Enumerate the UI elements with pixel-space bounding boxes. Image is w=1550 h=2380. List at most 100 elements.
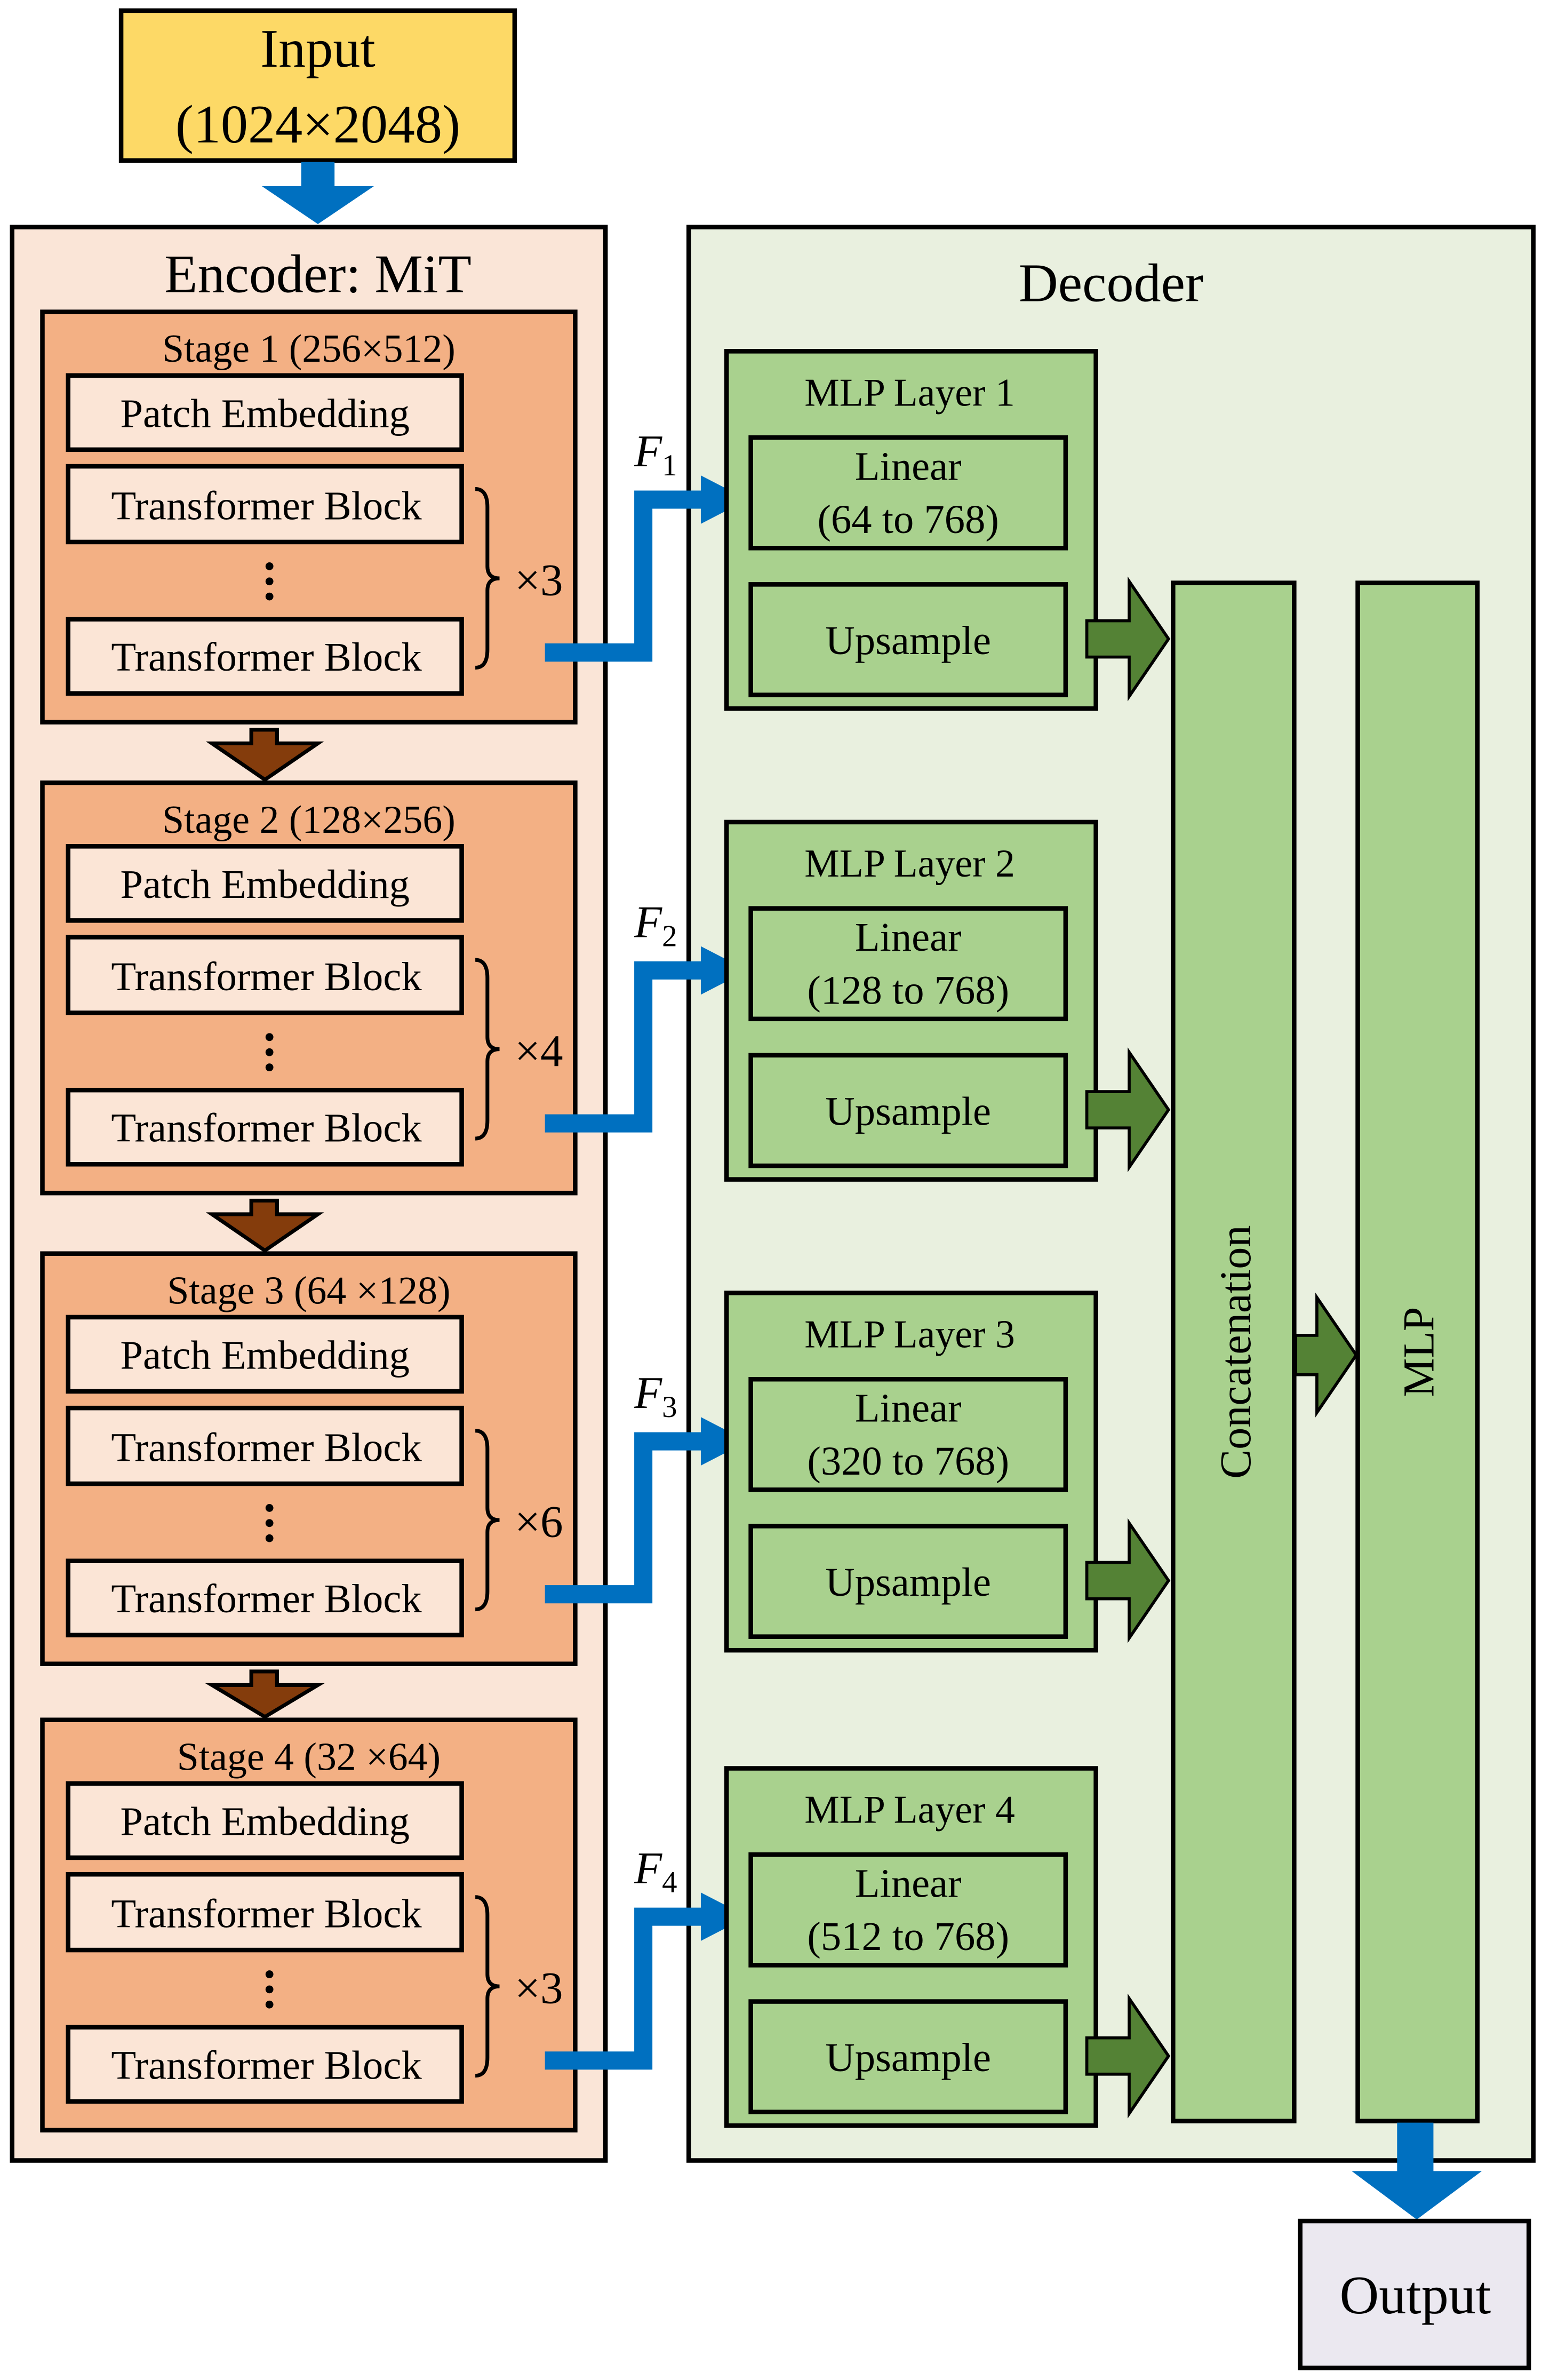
feature-arrow-icon: [545, 1892, 748, 2070]
encoder-stages: Stage 1 (256×512)Patch EmbeddingTransfor…: [40, 309, 748, 2133]
mlp-label: MLP: [1394, 1307, 1443, 1397]
to-concat-arrow-icon: [1085, 1518, 1171, 1643]
decoder-title: Decoder: [1019, 253, 1203, 314]
brace-icon: [475, 487, 500, 670]
linear-dims: (512 to 768): [807, 1914, 1009, 1959]
upsample-label: Upsample: [825, 618, 991, 663]
patch-embedding-box: [66, 1781, 464, 1860]
linear-box: [748, 435, 1068, 551]
linear-label: Linear: [855, 914, 962, 960]
stage-label: Stage 4 (32 ×64): [177, 1734, 441, 1778]
feature-label: F2: [634, 897, 677, 953]
upsample-label: Upsample: [825, 1559, 991, 1605]
repeat-count: ×3: [515, 555, 563, 605]
feature-label: F1: [634, 426, 677, 482]
mlp-layer-3: MLP Layer 3 Linear (320 to 768) Upsample: [724, 1291, 1171, 1653]
upsample-box: [748, 1053, 1068, 1168]
linear-box: [748, 906, 1068, 1022]
transformer-block-label: Transformer Block: [111, 634, 422, 680]
to-concat-arrow-icon: [1085, 576, 1171, 702]
input-size: (1024×2048): [175, 94, 460, 155]
mlp-layer-4: MLP Layer 4 Linear (512 to 768) Upsample: [724, 1766, 1171, 2128]
linear-label: Linear: [855, 444, 962, 489]
transformer-block-label: Transformer Block: [111, 1105, 422, 1151]
concatenation-label: Concatenation: [1211, 1225, 1260, 1479]
transformer-block-first: [66, 1872, 464, 1953]
upsample-box: [748, 1999, 1068, 2114]
brace-icon: [475, 1895, 500, 2078]
mlp-layer-label: MLP Layer 3: [804, 1312, 1015, 1356]
repeat-count: ×6: [515, 1497, 563, 1547]
transformer-block-label: Transformer Block: [111, 2042, 422, 2088]
stage-label: Stage 3 (64 ×128): [167, 1268, 450, 1312]
brace-icon: [475, 1429, 500, 1612]
linear-label: Linear: [855, 1386, 962, 1431]
patch-embedding-box: [66, 844, 464, 923]
stage-1: Stage 1 (256×512) Patch EmbeddingTransfor…: [40, 309, 748, 782]
mlp-layer-label: MLP Layer 2: [804, 841, 1015, 885]
vertical-ellipsis-icon: [265, 562, 274, 601]
stage-down-arrow-icon: [205, 728, 324, 782]
stage-down-arrow-icon: [205, 1669, 325, 1720]
patch-embedding-label: Patch Embedding: [120, 862, 410, 907]
input-arrow-icon: [261, 162, 374, 224]
mlp-layer-label: MLP Layer 4: [804, 1788, 1015, 1832]
transformer-block-first: [66, 464, 464, 545]
transformer-block-first: [66, 935, 464, 1015]
stage-4: Stage 4 (32 ×64) Patch EmbeddingTransform…: [40, 1717, 748, 2133]
linear-dims: (320 to 768): [807, 1438, 1009, 1484]
input-box: [118, 8, 517, 163]
transformer-block-last: [66, 1087, 464, 1167]
output-box: [1298, 2218, 1531, 2370]
stage-3: Stage 3 (64 ×128) Patch EmbeddingTransfor…: [40, 1251, 748, 1720]
transformer-block-label: Transformer Block: [111, 1891, 422, 1937]
repeat-count: ×3: [515, 1963, 563, 2013]
linear-box: [748, 1852, 1068, 1968]
upsample-label: Upsample: [825, 1088, 991, 1134]
mlp-layer-2: MLP Layer 2 Linear (128 to 768) Upsample: [724, 819, 1171, 1182]
transformer-block-label: Transformer Block: [111, 483, 422, 528]
transformer-block-label: Transformer Block: [111, 954, 422, 999]
patch-embedding-label: Patch Embedding: [120, 1332, 410, 1378]
input-node: Input (1024×2048): [118, 8, 517, 163]
concatenation-box: [1171, 580, 1297, 2123]
transformer-block-label: Transformer Block: [111, 1576, 422, 1621]
feature-arrow-icon: [545, 946, 748, 1133]
to-concat-arrow-icon: [1085, 1993, 1171, 2119]
to-concat-arrow-icon: [1085, 1047, 1171, 1173]
stage-label: Stage 1 (256×512): [162, 327, 456, 370]
mlp-box: [1355, 580, 1480, 2123]
output-arrow-icon: [1352, 2122, 1482, 2220]
patch-embedding-box: [66, 373, 464, 452]
transformer-block-first: [66, 1405, 464, 1486]
mlp-layer-label: MLP Layer 1: [804, 371, 1015, 415]
feature-label: F4: [634, 1843, 677, 1899]
vertical-ellipsis-icon: [265, 1970, 274, 2009]
feature-arrow-icon: [545, 1417, 748, 1604]
feature-arrow-icon: [545, 475, 748, 662]
transformer-block-last: [66, 2025, 464, 2104]
stage-label: Stage 2 (128×256): [162, 798, 456, 841]
output-label: Output: [1339, 2265, 1491, 2326]
vertical-ellipsis-icon: [265, 1033, 274, 1072]
patch-embedding-label: Patch Embedding: [120, 391, 410, 436]
brace-icon: [475, 958, 500, 1141]
upsample-label: Upsample: [825, 2035, 991, 2080]
linear-box: [748, 1376, 1068, 1492]
upsample-box: [748, 582, 1068, 697]
linear-label: Linear: [855, 1861, 962, 1906]
stage-down-arrow-icon: [205, 1198, 324, 1253]
upsample-box: [748, 1524, 1068, 1639]
repeat-count: ×4: [515, 1026, 563, 1076]
patch-embedding-label: Patch Embedding: [120, 1798, 410, 1844]
feature-label: F3: [634, 1368, 677, 1424]
concat-to-mlp-arrow-icon: [1294, 1292, 1359, 1418]
transformer-block-label: Transformer Block: [111, 1424, 422, 1470]
linear-dims: (128 to 768): [807, 967, 1009, 1013]
patch-embedding-box: [66, 1315, 464, 1394]
stage-2: Stage 2 (128×256) Patch EmbeddingTransfor…: [40, 780, 748, 1253]
transformer-block-last: [66, 617, 464, 696]
